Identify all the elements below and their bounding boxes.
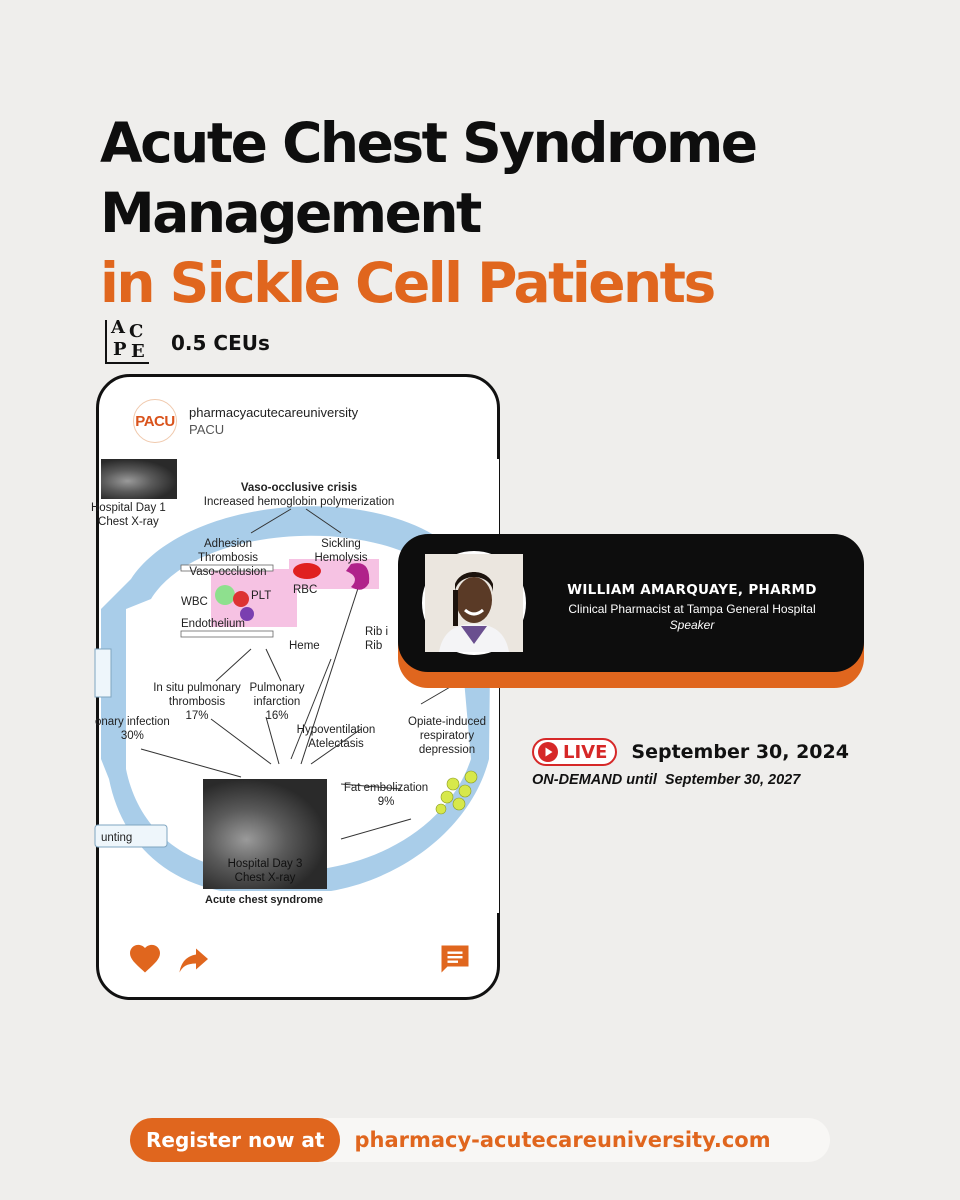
share-icon[interactable] bbox=[175, 941, 211, 977]
acpe-letter-c: C bbox=[129, 321, 144, 342]
acpe-letter-p: P bbox=[113, 339, 127, 360]
crisis-subtitle: Increased hemoglobin polymerization bbox=[203, 496, 395, 508]
sickling-label: Sickling Hemolysis bbox=[314, 538, 368, 564]
ceu-label: 0.5 CEUs bbox=[171, 331, 270, 355]
acpe-letter-e: E bbox=[131, 341, 145, 362]
social-post-card: PACU pharmacyacutecareuniversity PACU bbox=[91, 374, 500, 1000]
heme-label: Heme bbox=[289, 640, 320, 652]
acpe-logo: A C P E bbox=[105, 317, 149, 364]
hypoventilation-label: Hypoventilation Atelectasis bbox=[296, 724, 376, 750]
post-actions bbox=[99, 933, 497, 983]
xray-day1-image bbox=[101, 459, 177, 499]
speaker-tag: Speaker bbox=[669, 618, 715, 632]
acs-label: Acute chest syndrome bbox=[205, 894, 323, 906]
register-bar[interactable]: Register now at pharmacy-acutecareuniver… bbox=[130, 1118, 830, 1162]
heart-icon[interactable] bbox=[127, 941, 163, 977]
accreditation: A C P E 0.5 CEUs bbox=[105, 317, 270, 364]
wbc-cell bbox=[215, 585, 235, 605]
speaker-card: WILLIAM AMARQUAYE, PHARMD Clinical Pharm… bbox=[398, 534, 864, 672]
speaker-avatar-icon bbox=[425, 554, 523, 652]
rbc-label: RBC bbox=[293, 584, 318, 596]
day1-label: Hospital Day 1 Chest X-ray bbox=[91, 502, 166, 528]
adhesion-label: Adhesion Thrombosis Vaso-occlusion bbox=[189, 538, 267, 578]
title-line-1: Acute Chest Syndrome bbox=[100, 111, 758, 175]
post-username[interactable]: pharmacyacutecareuniversity bbox=[189, 405, 359, 420]
crisis-title: Vaso-occlusive crisis bbox=[240, 482, 358, 494]
title-block: Acute Chest Syndrome Management in Sickl… bbox=[100, 108, 900, 318]
infarction-label: Pulmonary infarction 16% bbox=[249, 682, 305, 722]
comment-icon[interactable] bbox=[437, 941, 473, 977]
endothelium-label: Endothelium bbox=[181, 618, 245, 630]
speaker-text: WILLIAM AMARQUAYE, PHARMD Clinical Pharm… bbox=[542, 582, 842, 632]
event-dates: LIVE September 30, 2024 ON-DEMAND until … bbox=[532, 738, 849, 788]
opiate-label: Opiate-induced respiratory depression bbox=[408, 716, 486, 756]
pacu-logo: PACU bbox=[133, 399, 177, 443]
speaker-role: Clinical Pharmacist at Tampa General Hos… bbox=[568, 602, 816, 616]
speaker-photo bbox=[422, 551, 526, 655]
wbc-label: WBC bbox=[181, 596, 208, 608]
sickle-cell bbox=[346, 563, 370, 590]
post-header: PACU pharmacyacutecareuniversity PACU bbox=[133, 399, 358, 443]
on-demand-label: ON-DEMAND until September 30, 2027 bbox=[532, 772, 801, 788]
day3-label: Hospital Day 3 Chest X-ray bbox=[227, 858, 303, 884]
xray-day3-image bbox=[203, 779, 327, 889]
speaker-name: WILLIAM AMARQUAYE, PHARMD bbox=[567, 582, 817, 598]
title-line-2: Management bbox=[100, 181, 482, 245]
in-situ-label: In situ pulmonary thrombosis 17% bbox=[153, 682, 241, 722]
fat-embolization-label: Fat embolization 9% bbox=[343, 782, 429, 808]
register-url-link[interactable]: pharmacy-acutecareuniversity.com bbox=[354, 1128, 771, 1152]
post-subtitle: PACU bbox=[189, 422, 225, 437]
diagram-background bbox=[94, 506, 491, 891]
shunting-label: unting bbox=[101, 832, 133, 844]
rbc-cell bbox=[293, 563, 321, 579]
live-badge: LIVE bbox=[532, 738, 618, 766]
diagram-arrows bbox=[140, 508, 482, 840]
title-line-3: in Sickle Cell Patients bbox=[100, 251, 716, 315]
live-date: September 30, 2024 bbox=[631, 741, 849, 763]
fat-droplets bbox=[435, 770, 478, 815]
rib-label-2: Rib bbox=[365, 640, 383, 652]
acpe-letter-a: A bbox=[111, 317, 125, 338]
live-label: LIVE bbox=[563, 741, 608, 763]
rib-label: Rib i bbox=[365, 626, 389, 638]
play-icon bbox=[538, 742, 558, 762]
register-button[interactable]: Register now at bbox=[130, 1118, 341, 1162]
infection-label: onary infection 30% bbox=[95, 716, 170, 742]
plt-label: PLT bbox=[251, 590, 272, 602]
acs-diagram: Hospital Day 1 Chest X-ray Vaso-occlusiv… bbox=[91, 459, 499, 913]
